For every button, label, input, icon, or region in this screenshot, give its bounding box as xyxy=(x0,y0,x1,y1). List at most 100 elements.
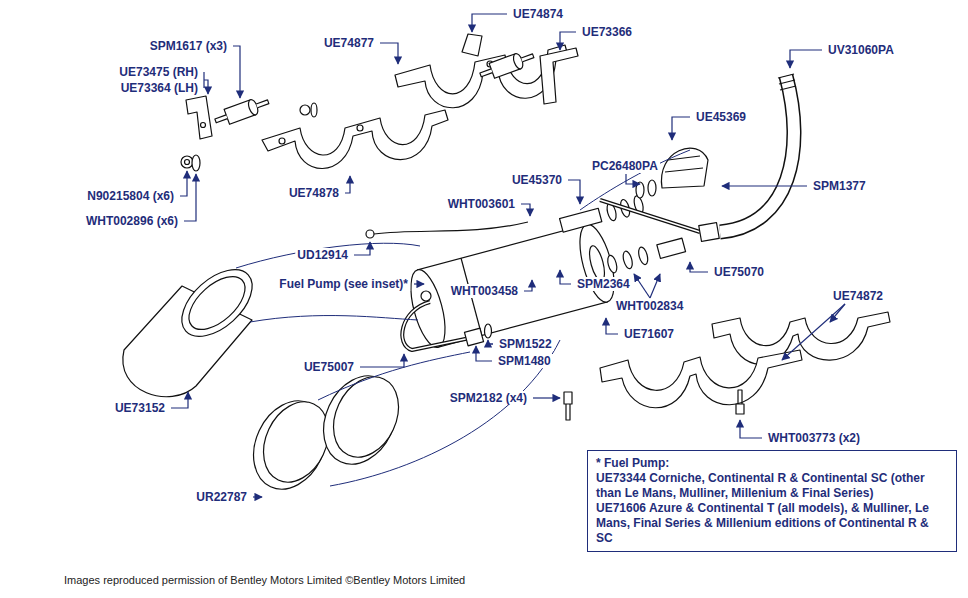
nut xyxy=(300,105,310,115)
leader-line xyxy=(634,274,650,298)
guide-curve xyxy=(580,150,690,210)
leader-line xyxy=(690,262,708,272)
fitting xyxy=(606,236,686,274)
wire xyxy=(374,222,528,234)
inset-box: * Fuel Pump:UE73344 Corniche, Continenta… xyxy=(587,450,957,552)
guide-curve xyxy=(236,243,420,268)
hose xyxy=(720,76,794,232)
pipe xyxy=(402,302,470,350)
part-number: WHT003458 xyxy=(449,284,520,298)
part-number: UE73366 xyxy=(580,25,634,39)
leader-line xyxy=(360,354,404,367)
leader-line xyxy=(626,174,640,184)
part-number: UE74874 xyxy=(511,7,565,21)
part-number: WHT003773 (x2) xyxy=(766,431,862,445)
bolt xyxy=(738,390,742,404)
washer xyxy=(192,155,200,171)
washer xyxy=(648,180,656,196)
part-number: SPM1480 xyxy=(496,354,553,368)
leader-line xyxy=(354,242,370,255)
leader-line xyxy=(203,72,204,88)
bolt xyxy=(566,404,570,420)
rubber-mount xyxy=(256,100,269,108)
leader-line xyxy=(722,185,807,186)
leader-line xyxy=(650,274,660,298)
fitting xyxy=(606,254,618,273)
part-number: Fuel Pump (see inset)* xyxy=(277,277,410,291)
leader-line xyxy=(560,32,576,50)
part-number: WHT002896 (x6) xyxy=(84,214,180,228)
part-number: N90215804 (x6) xyxy=(85,189,176,203)
cap xyxy=(661,148,708,188)
line-art xyxy=(123,34,890,501)
fitting xyxy=(657,238,686,258)
leader-line xyxy=(782,304,845,360)
sleeve-end xyxy=(180,267,255,339)
fitting xyxy=(560,208,602,232)
rubber-mount xyxy=(480,69,493,77)
part-number: UV31060PA xyxy=(826,43,896,57)
rubber-mount xyxy=(215,115,228,123)
part-number: UE71607 xyxy=(622,327,676,341)
rubber-mount xyxy=(213,94,271,128)
nut xyxy=(181,156,193,168)
part-number: UR22787 xyxy=(194,490,249,504)
part-number: UE75070 xyxy=(712,265,766,279)
leader-line xyxy=(488,340,493,344)
part-number: UE45370 xyxy=(510,173,564,187)
part-number: WHT003601 xyxy=(446,197,517,211)
leader-line xyxy=(672,117,690,140)
leader-line xyxy=(740,420,762,438)
part-number: UE74878 xyxy=(287,186,341,200)
leader-line xyxy=(560,270,571,284)
leader-line xyxy=(790,50,822,68)
leader-line xyxy=(414,283,424,284)
bracket xyxy=(600,350,802,408)
bracket xyxy=(262,110,448,169)
leader-line xyxy=(568,180,580,204)
part-number: SPM1617 (x3) xyxy=(148,39,229,53)
bolt-hole xyxy=(279,138,285,144)
sleeve-end xyxy=(170,257,265,349)
bolt xyxy=(564,392,572,420)
part-number: UD12914 xyxy=(295,248,350,262)
fitting xyxy=(637,246,649,265)
ring xyxy=(310,364,411,476)
copyright-note: Images reproduced permission of Bentley … xyxy=(62,573,467,587)
wire-terminal xyxy=(366,230,374,238)
rubber-mount xyxy=(521,54,534,62)
leader-line xyxy=(184,174,196,221)
part-number: UE74877 xyxy=(322,36,376,50)
washer xyxy=(311,103,317,117)
bracket-tab xyxy=(462,34,482,56)
pipe xyxy=(600,200,700,232)
guide-curve xyxy=(330,340,560,486)
part-number: WHT002834 xyxy=(614,299,685,313)
leader-line xyxy=(345,176,350,193)
part-number: UE73152 xyxy=(113,401,167,415)
leader-lines xyxy=(171,14,845,497)
leader-line xyxy=(253,496,262,497)
fitting xyxy=(622,250,634,269)
inset-heading: * Fuel Pump: xyxy=(596,456,948,471)
bracket xyxy=(186,96,212,139)
pipe xyxy=(402,302,470,350)
part-number: PC26480PA xyxy=(590,159,660,173)
part-number: UE45369 xyxy=(694,110,748,124)
leader-line xyxy=(233,46,240,98)
guide-curve xyxy=(250,316,418,322)
hose xyxy=(720,76,794,232)
leader-line xyxy=(521,204,530,216)
bolt xyxy=(564,392,572,404)
inset-text: UE71606 Azure & Continental T (all model… xyxy=(596,501,948,546)
guide-curves xyxy=(236,150,690,486)
leader-line xyxy=(180,171,187,196)
fuel-pump xyxy=(573,221,621,306)
bracket xyxy=(540,48,578,104)
ring xyxy=(321,366,411,467)
inset-text: UE73344 Corniche, Continental R & Contin… xyxy=(596,471,948,501)
rubber-mount xyxy=(478,48,536,82)
hose-end xyxy=(778,74,796,90)
part-number: UE73364 (LH) xyxy=(119,81,200,95)
leader-line xyxy=(524,280,532,291)
